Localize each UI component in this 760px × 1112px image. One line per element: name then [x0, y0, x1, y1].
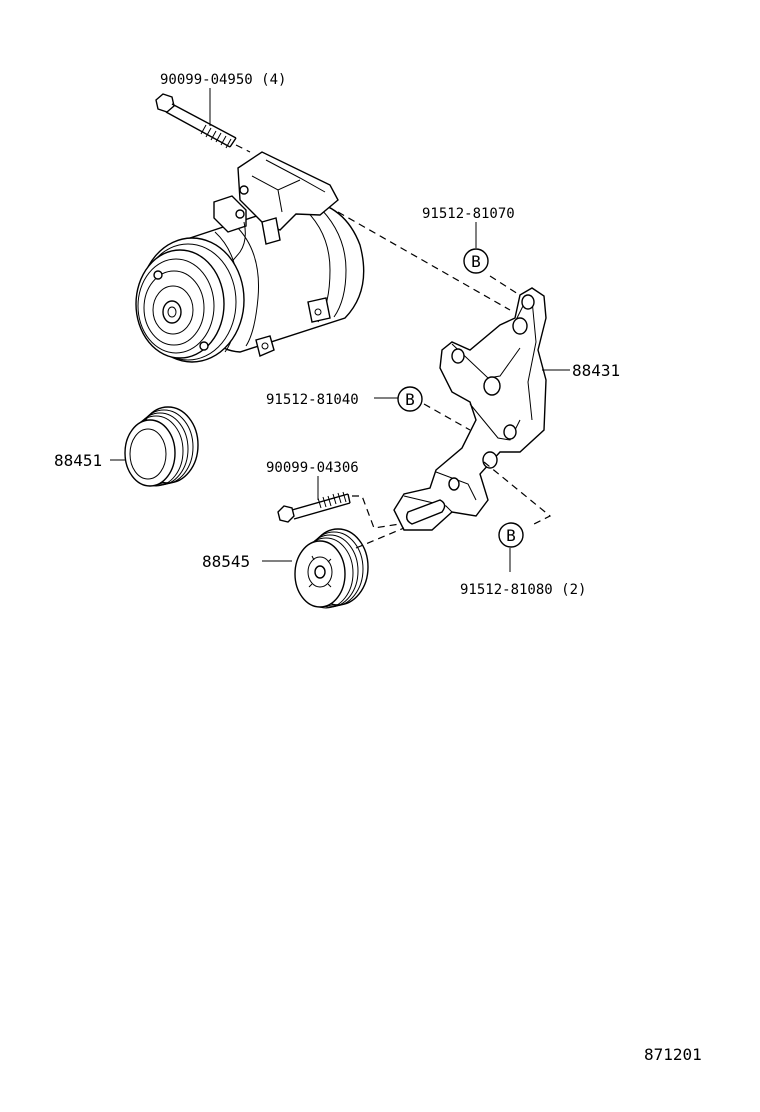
- label-bracket: 88431: [572, 361, 620, 380]
- bracket-88431[interactable]: [393, 287, 547, 531]
- label-bolt-top: 90099-04950 (4): [160, 72, 286, 88]
- dash-compressor-to-bracket: [337, 211, 511, 311]
- pulley-88451[interactable]: [124, 406, 199, 487]
- figure-code: 871201: [644, 1045, 702, 1064]
- label-bolt-mid: 90099-04306: [266, 460, 359, 476]
- callout-b-top: B: [463, 248, 489, 274]
- bolt-90099-04306[interactable]: [277, 491, 351, 523]
- dash-b-mid: [423, 403, 471, 431]
- label-bracket-bolt-bottom: 91512-81080 (2): [460, 582, 586, 598]
- callout-b-bottom: B: [498, 522, 524, 548]
- svg-text:B: B: [506, 526, 516, 545]
- idler-pulley-88545[interactable]: [294, 528, 369, 609]
- label-bracket-bolt-top: 91512-81070: [422, 206, 515, 222]
- bolt-90099-04950[interactable]: [155, 93, 237, 149]
- dash-pulley-to-bracket: [355, 527, 405, 549]
- label-bracket-bolt-mid: 91512-81040: [266, 392, 359, 408]
- svg-text:B: B: [471, 252, 481, 271]
- label-pulley-left: 88451: [54, 451, 102, 470]
- dash-bolt-to-compressor: [235, 144, 251, 153]
- dash-b-bottom: [483, 461, 552, 527]
- dash-b-top: [489, 275, 519, 295]
- label-idler-pulley: 88545: [202, 552, 250, 571]
- svg-text:B: B: [405, 390, 415, 409]
- callout-b-mid: B: [397, 386, 423, 412]
- ac-compressor[interactable]: [135, 151, 365, 363]
- dash-bolt-to-bracket: [352, 495, 401, 529]
